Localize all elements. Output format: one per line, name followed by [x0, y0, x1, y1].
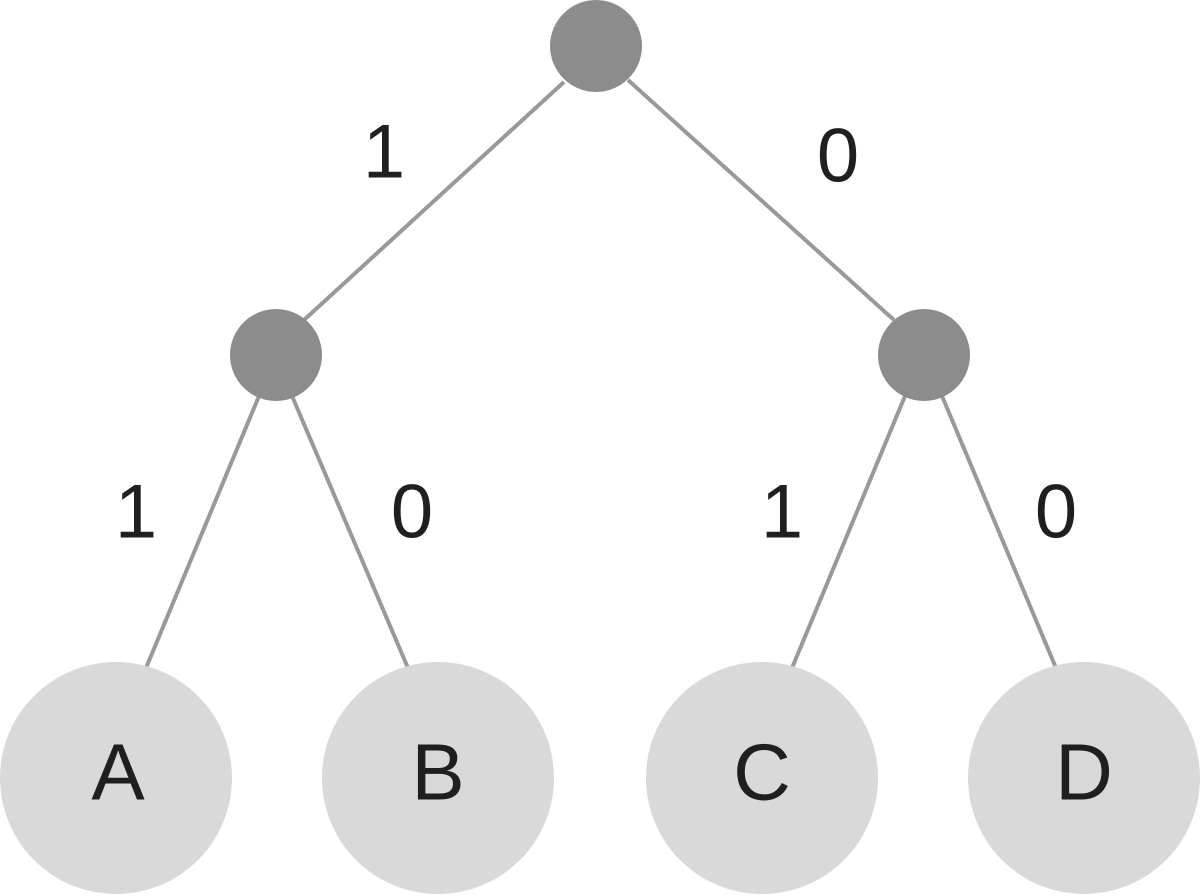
root-node	[550, 0, 642, 92]
edge-left-b	[290, 395, 410, 669]
leaf-node-a	[0, 662, 232, 894]
edge-label-root-left: 1	[363, 110, 405, 195]
leaf-label-a: A	[91, 728, 145, 817]
leaf-label-b: B	[411, 728, 464, 817]
edge-root-left	[302, 80, 566, 322]
edge-right-c	[790, 395, 907, 669]
leaf-node-c	[646, 662, 878, 894]
edge-label-right-c: 1	[761, 470, 803, 555]
right-inner-node	[878, 309, 970, 401]
leaf-label-c: C	[733, 728, 791, 817]
edge-label-left-a: 1	[115, 470, 157, 555]
edge-right-d	[940, 395, 1058, 669]
left-inner-node	[230, 309, 322, 401]
edge-left-a	[144, 395, 261, 669]
edge-root-right	[626, 78, 896, 322]
leaf-label-d: D	[1055, 728, 1113, 817]
edge-label-right-d: 0	[1035, 470, 1077, 555]
leaf-node-b	[322, 662, 554, 894]
edge-label-root-right: 0	[817, 114, 859, 199]
leaf-node-d	[968, 662, 1200, 894]
edge-label-left-b: 0	[391, 470, 433, 555]
